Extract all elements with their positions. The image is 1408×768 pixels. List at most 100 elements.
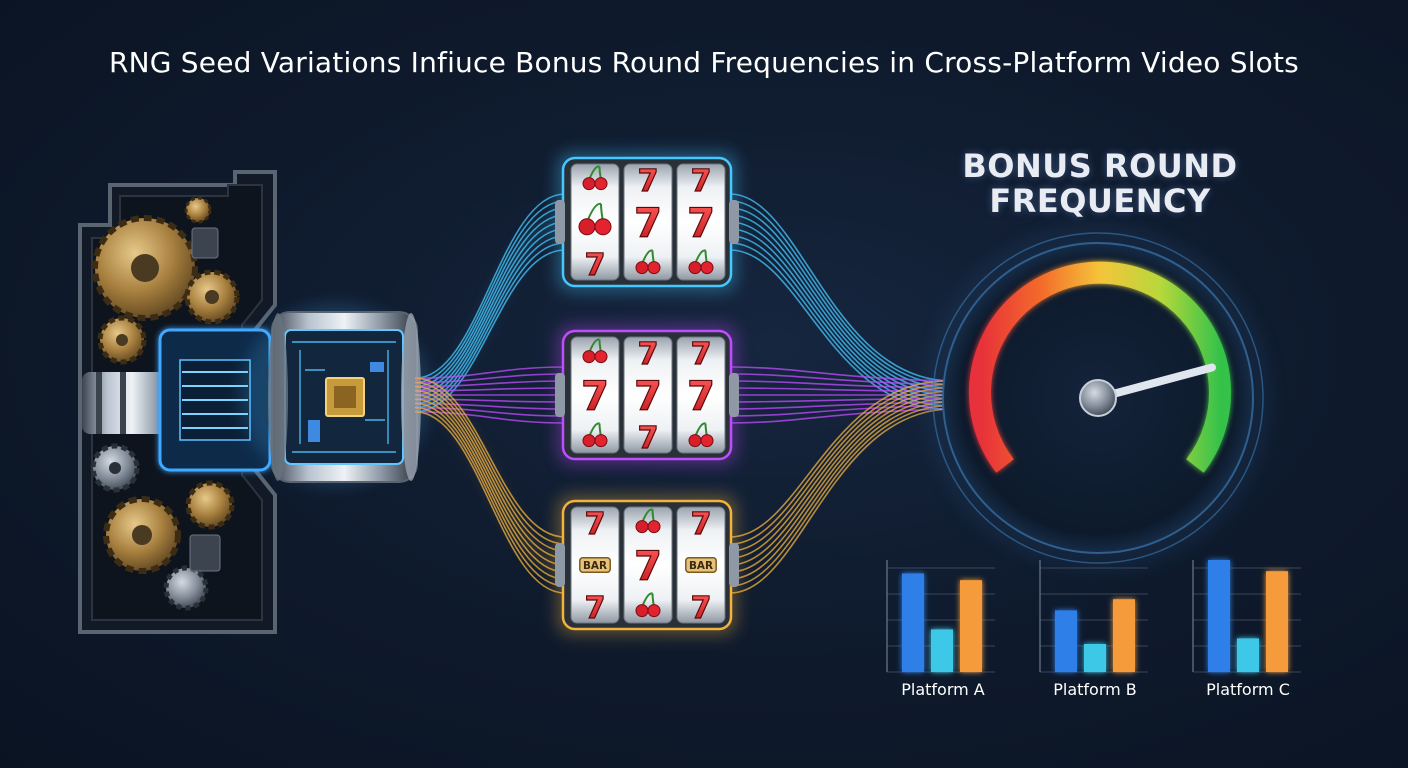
reel: 77 xyxy=(676,336,726,454)
seven-symbol-icon: 7 xyxy=(634,543,662,589)
gear-icon xyxy=(163,565,209,611)
data-stream-line xyxy=(414,193,566,379)
gear-icon xyxy=(184,269,240,325)
chart-bar xyxy=(1055,610,1077,672)
cherry-icon xyxy=(578,202,612,236)
reel: 77 xyxy=(676,163,726,281)
data-stream-glow xyxy=(414,391,566,569)
gauge-title-line2: FREQUENCY xyxy=(989,182,1211,220)
data-stream-line xyxy=(414,380,566,388)
reel: 777 xyxy=(623,336,673,456)
data-stream-line xyxy=(729,401,951,580)
data-stream-line xyxy=(729,390,951,559)
data-stream-line xyxy=(729,404,951,587)
seven-symbol-icon: 7 xyxy=(691,591,712,626)
reel: 7 xyxy=(570,336,620,454)
seven-symbol-icon: 7 xyxy=(638,164,659,199)
gear-icon xyxy=(92,215,198,321)
seven-symbol-icon: 7 xyxy=(638,337,659,372)
gauge-title-line1: BONUS ROUND xyxy=(962,147,1238,185)
bar-symbol-icon: BAR xyxy=(579,557,611,573)
gear-icon xyxy=(90,443,140,493)
seven-symbol-icon: 7 xyxy=(691,337,712,372)
data-stream-line xyxy=(729,387,951,552)
data-stream-line xyxy=(414,411,566,594)
data-stream-line xyxy=(729,228,951,400)
gear-icon xyxy=(97,315,147,365)
cherry-icon xyxy=(688,249,714,275)
seven-symbol-icon: 7 xyxy=(687,200,715,246)
rng-core-cylinder xyxy=(240,303,430,487)
data-stream-line xyxy=(414,411,566,424)
cherry-icon xyxy=(635,249,661,275)
page-title: RNG Seed Variations Infiuce Bonus Round … xyxy=(109,46,1299,79)
data-stream-line xyxy=(729,394,951,566)
data-stream-line xyxy=(414,387,566,392)
data-stream-line xyxy=(729,397,951,573)
bonus-frequency-gauge xyxy=(923,223,1273,573)
data-stream-line xyxy=(729,193,951,382)
chart-bar xyxy=(1113,599,1135,672)
gear-icon xyxy=(185,480,235,530)
chart-bar xyxy=(1266,571,1288,672)
chart-bar xyxy=(960,580,982,672)
cherry-icon xyxy=(582,165,608,191)
gear-icon xyxy=(103,496,181,574)
seven-symbol-icon: 7 xyxy=(691,507,712,542)
platform-label-a: Platform A xyxy=(901,680,985,699)
reel: 7 xyxy=(623,506,673,624)
data-stream-line xyxy=(414,366,566,379)
seven-symbol-icon: 7 xyxy=(585,507,606,542)
seven-symbol-icon: 7 xyxy=(585,248,606,283)
data-stream-line xyxy=(729,373,951,386)
data-stream-line xyxy=(414,377,566,538)
gear-icon xyxy=(184,196,212,224)
data-stream-line xyxy=(414,406,566,417)
platform-bar-charts xyxy=(886,560,1301,673)
platform-chart xyxy=(1039,560,1148,673)
data-stream-line xyxy=(414,373,566,384)
seven-symbol-icon: 7 xyxy=(634,200,662,246)
cherry-icon xyxy=(635,592,661,618)
seven-symbol-icon: 7 xyxy=(634,373,662,419)
seven-symbol-icon: 7 xyxy=(687,373,715,419)
data-stream-line xyxy=(414,385,566,552)
reel: 77 xyxy=(623,163,673,281)
cherry-icon xyxy=(688,422,714,448)
data-stream-line xyxy=(414,406,566,587)
bar-symbol-label: BAR xyxy=(583,560,607,572)
seven-symbol-icon: 7 xyxy=(638,421,659,456)
cherry-icon xyxy=(582,422,608,448)
data-stream-line xyxy=(729,221,951,396)
chart-bar xyxy=(1237,638,1259,672)
data-streams xyxy=(414,193,951,594)
chart-bar xyxy=(1084,644,1106,672)
platform-label-b: Platform B xyxy=(1053,680,1137,699)
data-stream-line xyxy=(414,402,566,580)
chip-icon xyxy=(325,377,365,417)
data-stream-line xyxy=(729,200,951,386)
cherry-icon xyxy=(635,508,661,534)
platform-chart xyxy=(1192,560,1301,673)
data-stream-line xyxy=(414,381,566,545)
platform-chart xyxy=(886,560,995,673)
data-stream-line xyxy=(729,366,951,382)
chart-bar xyxy=(1208,560,1230,672)
data-stream-line xyxy=(729,383,951,545)
rng-machine xyxy=(78,170,277,634)
data-stream-line xyxy=(414,200,566,384)
data-stream-line xyxy=(414,207,566,388)
platform-label-c: Platform C xyxy=(1206,680,1290,699)
bar-symbol-label: BAR xyxy=(689,560,713,572)
seven-symbol-icon: 7 xyxy=(581,373,609,419)
reel: 7 xyxy=(570,163,620,283)
chart-bar xyxy=(931,629,953,672)
data-stream-line xyxy=(729,380,951,538)
bar-symbol-icon: BAR xyxy=(685,557,717,573)
